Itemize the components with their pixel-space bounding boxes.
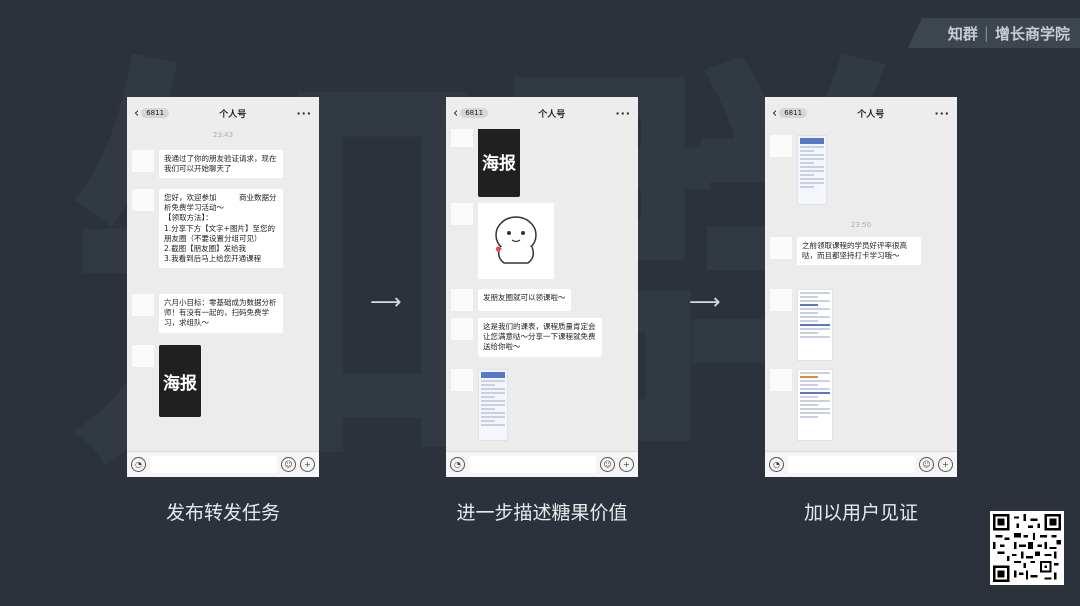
- avatar: [451, 129, 473, 147]
- voice-icon[interactable]: ◔: [450, 457, 465, 472]
- poster-image[interactable]: 海报: [159, 345, 201, 417]
- message: [770, 369, 833, 441]
- chat-input-bar: ◔ ☺ +: [127, 451, 319, 477]
- avatar: [451, 318, 473, 340]
- message: 您好，欢迎参加 商业数据分析免费学习活动～ 【领取方法】： 1.分享下方【文字+…: [132, 189, 283, 269]
- brand-separator: |: [983, 24, 989, 42]
- arrow-right-icon: ⟶: [370, 290, 402, 315]
- emoji-icon[interactable]: ☺: [281, 457, 296, 472]
- timestamp: 23:50: [850, 221, 872, 229]
- qr-code-icon: [993, 514, 1061, 582]
- step-caption: 发布转发任务: [165, 502, 280, 524]
- message: 之前领取课程的学员好评率很高哒，而且都坚持打卡学习哦～: [770, 237, 921, 266]
- message: 发朋友圈就可以领课啦～: [451, 289, 571, 311]
- emoji-icon[interactable]: ☺: [600, 457, 615, 472]
- message: 六月小目标：零基础成为数据分析师！有没有一起的，扫码免费学习，求组队～: [132, 294, 283, 333]
- avatar: [132, 345, 154, 367]
- chevron-left-icon: ‹: [134, 105, 140, 121]
- message-bubble: 您好，欢迎参加 商业数据分析免费学习活动～ 【领取方法】： 1.分享下方【文字+…: [159, 189, 283, 269]
- poster-image[interactable]: 海报: [478, 129, 520, 197]
- chat-nav-bar: ‹6811 个人号 ···: [765, 97, 957, 129]
- avatar: [770, 369, 792, 391]
- avatar: [770, 135, 792, 157]
- unread-badge: 6811: [141, 108, 170, 118]
- sticker-face-icon: [495, 216, 537, 264]
- avatar: [451, 203, 473, 225]
- chat-input-bar: ◔ ☺ +: [765, 451, 957, 477]
- chat-title: 个人号: [538, 109, 566, 120]
- qr-code: [990, 511, 1064, 585]
- brand-name: 增长商学院: [994, 24, 1070, 43]
- unread-badge: 6811: [779, 108, 808, 118]
- avatar: [132, 150, 154, 172]
- message-input[interactable]: [788, 456, 915, 473]
- message: 海报: [451, 129, 520, 197]
- emoji-icon[interactable]: ☺: [919, 457, 934, 472]
- voice-icon[interactable]: ◔: [131, 457, 146, 472]
- phone-screenshot-1: ‹6811 个人号 ··· 23:43 我通过了你的朋友验证请求，现在我们可以开…: [127, 97, 319, 477]
- chevron-left-icon: ‹: [772, 105, 778, 121]
- phone-screenshot-3: ‹6811 个人号 ··· 23:50 之前领取课程的学员好评率很高哒，而且都坚…: [765, 97, 957, 477]
- back-button[interactable]: ‹6811: [772, 105, 808, 121]
- message: [451, 203, 554, 279]
- brand-logo: 知群: [947, 24, 978, 43]
- message: [770, 289, 833, 361]
- message: 这是我们的课表，课程质量肯定会让您满意哒～分享一下课程就免费送给你啦～: [451, 318, 602, 357]
- avatar: [770, 237, 792, 259]
- avatar: [770, 289, 792, 311]
- back-button[interactable]: ‹6811: [453, 105, 489, 121]
- avatar: [132, 294, 154, 316]
- more-dots-icon[interactable]: ···: [615, 106, 631, 120]
- plus-icon[interactable]: +: [619, 457, 634, 472]
- message: [451, 369, 508, 441]
- chat-input-bar: ◔ ☺ +: [446, 451, 638, 477]
- brand-banner: 知群 | 增长商学院: [908, 18, 1080, 48]
- message-list: 23:50 之前领取课程的学员好评率很高哒，而且都坚持打卡学习哦～: [765, 129, 957, 451]
- message-bubble: 这是我们的课表，课程质量肯定会让您满意哒～分享一下课程就免费送给你啦～: [478, 318, 602, 357]
- message-list: 海报 发朋友圈就可以领课啦～ 这是我们的课表，课程质量肯定会让您满意哒～分享一下…: [446, 129, 638, 451]
- plus-icon[interactable]: +: [938, 457, 953, 472]
- avatar: [451, 369, 473, 391]
- timestamp: 23:43: [212, 131, 234, 139]
- message-input[interactable]: [150, 456, 277, 473]
- message-bubble: 之前领取课程的学员好评率很高哒，而且都坚持打卡学习哦～: [797, 237, 921, 266]
- step-caption: 进一步描述糖果价值: [456, 502, 628, 524]
- more-dots-icon[interactable]: ···: [934, 106, 950, 120]
- message-bubble: 六月小目标：零基础成为数据分析师！有没有一起的，扫码免费学习，求组队～: [159, 294, 283, 333]
- schedule-image[interactable]: [478, 369, 508, 441]
- voice-icon[interactable]: ◔: [769, 457, 784, 472]
- back-button[interactable]: ‹6811: [134, 105, 170, 121]
- testimonial-screenshot[interactable]: [797, 289, 833, 361]
- chat-title: 个人号: [857, 109, 885, 120]
- phone-screenshot-2: ‹6811 个人号 ··· 海报 发朋友圈就可以领课啦～: [446, 97, 638, 477]
- chat-nav-bar: ‹6811 个人号 ···: [127, 97, 319, 129]
- message-bubble: 发朋友圈就可以领课啦～: [478, 289, 571, 311]
- schedule-image[interactable]: [797, 135, 827, 205]
- chat-nav-bar: ‹6811 个人号 ···: [446, 97, 638, 129]
- message: [770, 135, 827, 205]
- message-list: 23:43 我通过了你的朋友验证请求，现在我们可以开始聊天了 您好，欢迎参加 商…: [127, 129, 319, 451]
- avatar: [132, 189, 154, 211]
- unread-badge: 6811: [460, 108, 489, 118]
- chevron-left-icon: ‹: [453, 105, 459, 121]
- step-caption: 加以用户见证: [803, 502, 918, 524]
- more-dots-icon[interactable]: ···: [296, 106, 312, 120]
- chat-title: 个人号: [219, 109, 247, 120]
- message-input[interactable]: [469, 456, 596, 473]
- arrow-right-icon: ⟶: [689, 290, 721, 315]
- message: 我通过了你的朋友验证请求，现在我们可以开始聊天了: [132, 150, 283, 179]
- plus-icon[interactable]: +: [300, 457, 315, 472]
- message-bubble: 我通过了你的朋友验证请求，现在我们可以开始聊天了: [159, 150, 283, 179]
- avatar: [451, 289, 473, 311]
- testimonial-screenshot[interactable]: [797, 369, 833, 441]
- sticker-image[interactable]: [478, 203, 554, 279]
- message: 海报: [132, 345, 201, 417]
